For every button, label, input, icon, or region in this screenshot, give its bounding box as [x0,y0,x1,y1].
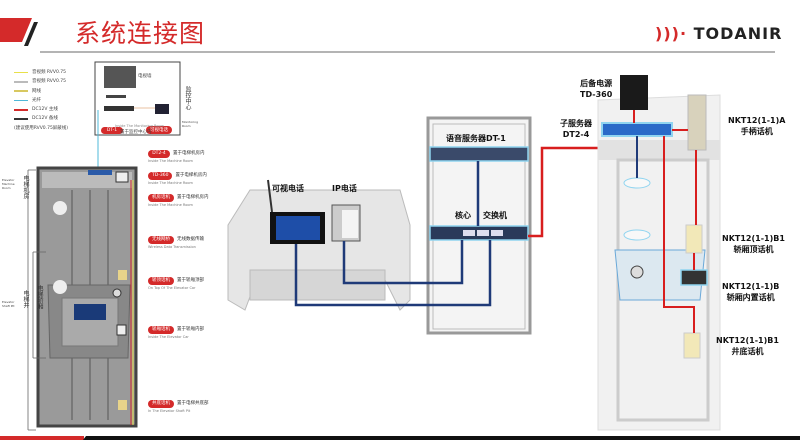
nvr-device [106,95,126,98]
header-slash [24,22,38,46]
pit-phone-mini [118,400,127,410]
brand-name: TODANIR [693,24,783,43]
legend-item: 光纤 [14,96,68,105]
footer-red-bar [0,436,84,440]
machine-room-en: Elevator Machine Room [2,178,15,190]
page-title: 系统连接图 [75,19,206,48]
car-display [74,304,106,320]
signal-icon: )))· [655,24,688,43]
brand-logo: )))· TODANIR [655,24,782,43]
legend-item: DC12V 主线 [14,105,68,114]
network-cables [294,161,492,307]
video-phone-tag: 可视电话 [146,126,172,134]
gooseneck-mic [267,179,273,213]
cable-legend: 音视频 RVV0.75 音视频 RVV0.75 网线 光纤 DC12V 主线 D… [14,68,68,133]
td360-mini [115,171,129,183]
dt1-device [104,106,134,111]
machine-room-label: 电梯机房 [22,175,29,199]
legend-item: 音视频 RVV0.75 [14,68,68,77]
monitor-room-en: Monitoring Room [182,120,199,128]
video-phone-mini [155,104,169,114]
legend-item: 网线 [14,87,68,96]
pit-phone-device [683,332,701,359]
tv-wall [104,66,136,88]
voice-server-label: 语音服务器DT-1 [446,134,506,143]
legend-item: 音视频 RVV0.75 [14,77,68,86]
monitor-caption-en: Inside The Monitoring Room [115,124,164,128]
legend-item: DC12V 备线 [14,114,68,123]
power-cable-red [528,146,608,238]
car-inner-phone-device [680,269,708,286]
wireless-bridge-top [53,201,67,215]
elevator-car [614,249,706,301]
video-phone-label: 可视电话 [272,184,304,193]
monitor-room-label: 监控中心 [184,86,191,110]
dt2-4-mini [88,170,112,175]
wireless-bridge-1 [623,177,651,189]
ip-phone-label: IP电话 [332,184,357,193]
shaft-en: Elevator Shaft Pit [2,300,15,308]
machine-room-area [42,172,132,188]
core-switch-label-2: 交换机 [483,211,507,220]
monitor-caption: 置于监控中心内 [120,130,152,135]
legend-note: (建议使用RVV0.75屏蔽线) [14,125,69,131]
voice-server-device [429,146,529,162]
sub-server-device [601,122,673,137]
footer-black-bar [83,436,800,440]
handset-phone-device [687,94,707,151]
car-inner-phone-mini [116,324,127,336]
dome-camera [630,265,644,279]
backup-power-device [620,75,648,110]
dt1-tag: DT-1 [101,127,123,134]
car-top-phone-device [685,224,703,254]
wireless-bridge-car [53,280,67,294]
core-switch-label-1: 核心 [455,211,471,220]
car-label: 电梯轿厢 [36,285,43,309]
camera-mini [112,288,122,298]
tv-wall-label: 电视墙 [138,74,152,79]
car-top-phone-mini [118,270,127,280]
shaft-label: 电梯井 [22,290,29,308]
header-accent [0,18,32,42]
wireless-bridge-2 [623,229,651,241]
